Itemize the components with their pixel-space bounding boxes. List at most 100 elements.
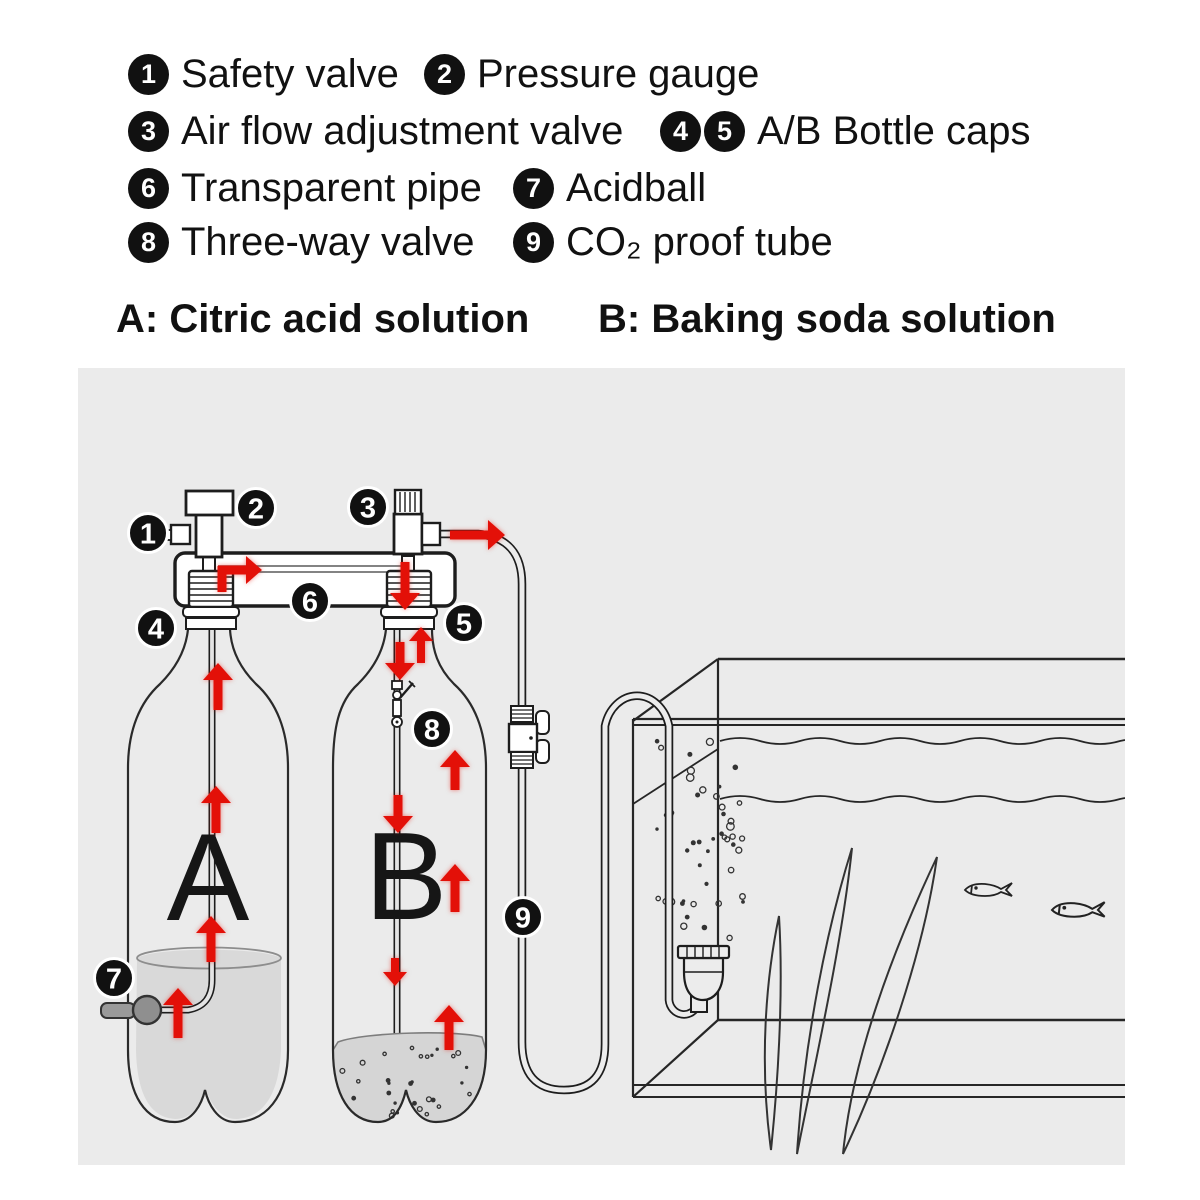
bubble-dot: [695, 792, 701, 798]
air-valve-body: [392, 512, 424, 556]
marker-2-pressure-gauge: 2: [235, 487, 277, 529]
legend-item-bottle-caps: 4 5 A/B Bottle caps: [660, 109, 1030, 153]
tube-interior: [440, 531, 701, 1093]
water-surface-back-wavy-line: [719, 737, 1125, 745]
bubble-dot: [731, 842, 736, 847]
bubble-dot: [386, 1090, 392, 1096]
bubble-dot: [460, 1081, 464, 1085]
bubble-circle: [739, 893, 746, 900]
three-way-valve-dot: [395, 720, 399, 724]
fish-2: [1050, 901, 1106, 918]
bubble-circle: [382, 1051, 387, 1057]
legend-circle-9: 9: [513, 221, 554, 263]
bubble-dot: [684, 914, 690, 920]
flow-arrow-right-outlet: [450, 520, 505, 550]
water-surface-front-wavy-line: [719, 795, 1125, 803]
bottle-cap-a: [182, 569, 240, 630]
legend-label-co2-proof-tube: CO₂ proof tube: [566, 219, 833, 264]
bottle-b-letter: B: [365, 808, 448, 946]
bubble-circle: [416, 1105, 423, 1113]
legend-circle-1: 1: [128, 53, 169, 95]
flow-arrow-up-b2: [409, 627, 433, 663]
legend-circle-4: 4: [660, 110, 701, 152]
bubble-dot: [696, 839, 702, 845]
acidball-nozzle: [100, 1002, 136, 1019]
legend-circle-pair-45: 4 5: [660, 110, 745, 152]
check-valve-wing-top: [535, 710, 550, 735]
bubble-circle: [715, 900, 723, 907]
legend-label-air-flow-valve: Air flow adjustment valve: [181, 108, 624, 153]
legend-label-acidball: Acidball: [566, 165, 707, 210]
bubble-dot: [685, 848, 690, 853]
acidball: [131, 994, 163, 1026]
flow-arrow-up-b4: [440, 750, 470, 790]
legend-label-bottle-caps: A/B Bottle caps: [757, 108, 1031, 153]
flow-arrow-elbow-leg: [217, 566, 227, 592]
air-flow-valve-unit: [392, 488, 442, 556]
bubble-dot: [654, 738, 660, 744]
tank-water-left-diagonal: [632, 748, 719, 805]
bubble-circle: [712, 792, 720, 800]
bubble-dot: [408, 1081, 413, 1086]
tube-check-valve: [507, 705, 550, 769]
bubble-circle: [450, 1053, 456, 1059]
cap-b-neck-band: [383, 617, 435, 630]
bubble-dot: [655, 827, 659, 831]
flow-arrow-right-manifold: [218, 556, 262, 584]
bubble-dot: [697, 863, 702, 868]
bubble-circle: [680, 922, 688, 930]
bubble-dot: [719, 831, 724, 836]
legend-item-three-way-valve: 8 Three-way valve: [128, 220, 474, 264]
bubble-dot: [464, 1065, 469, 1070]
bubble-dot: [704, 881, 709, 887]
safety-valve: [169, 523, 192, 546]
air-valve-outlet: [420, 521, 442, 547]
check-valve-bottom-ribs: [512, 755, 532, 765]
marker-8-three-way-valve: 8: [411, 708, 453, 750]
cap-a-neck-ring: [182, 606, 240, 618]
legend-item-co2-proof-tube: 9 CO₂ proof tube: [513, 220, 833, 264]
bubble-dot: [741, 900, 745, 904]
plant-leaf-medium: [796, 847, 853, 1155]
marker-7-acidball: 7: [93, 957, 135, 999]
bubble-circle: [727, 817, 735, 825]
bubble-circle: [339, 1067, 346, 1074]
marker-1-number: 1: [140, 519, 156, 551]
bottle-a-tube: [160, 629, 216, 1014]
marker-8-number: 8: [424, 715, 440, 747]
marker-4-number: 4: [148, 614, 164, 646]
gauge-body: [194, 511, 224, 559]
legend-item-acidball: 7 Acidball: [513, 166, 706, 210]
legend-label-pressure-gauge: Pressure gauge: [477, 51, 760, 96]
bubble-circle: [699, 786, 707, 794]
diffuser-flange-ticks: [686, 947, 720, 957]
bubble-circle: [467, 1091, 472, 1097]
bubble-circle: [455, 1049, 462, 1057]
bubble-dot: [706, 849, 710, 854]
solution-b-label: B: Baking soda solution: [598, 297, 1056, 341]
marker-7-number: 7: [106, 964, 122, 996]
bubble-dot: [435, 1047, 439, 1051]
bubble-dot: [393, 1101, 397, 1105]
flow-arrow-down-b3: [383, 795, 413, 833]
flow-arrow-up-a1: [203, 663, 233, 710]
bubble-dot: [430, 1097, 436, 1103]
legend-circle-8: 8: [128, 221, 169, 263]
co2-diffuser: [676, 944, 731, 1013]
three-way-valve-ball-top: [392, 690, 402, 700]
flow-arrow-down-manifold: [390, 562, 420, 610]
legend-label-three-way-valve: Three-way valve: [181, 219, 475, 264]
marker-1-safety-valve: 1: [127, 512, 169, 554]
diffuser-bell: [682, 956, 725, 1002]
legend-circle-5: 5: [704, 110, 745, 152]
legend-item-air-flow-valve: 3 Air flow adjustment valve: [128, 109, 623, 153]
three-way-valve-body: [392, 699, 402, 717]
marker-9-co2-proof-tube: 9: [502, 896, 544, 938]
bubble-circle: [725, 821, 735, 831]
three-way-valve-branch: [399, 682, 414, 699]
marker-9-number: 9: [515, 903, 531, 935]
legend-label-transparent-pipe: Transparent pipe: [181, 165, 482, 210]
bubble-dot: [687, 751, 693, 757]
bubble-dot: [721, 811, 726, 817]
